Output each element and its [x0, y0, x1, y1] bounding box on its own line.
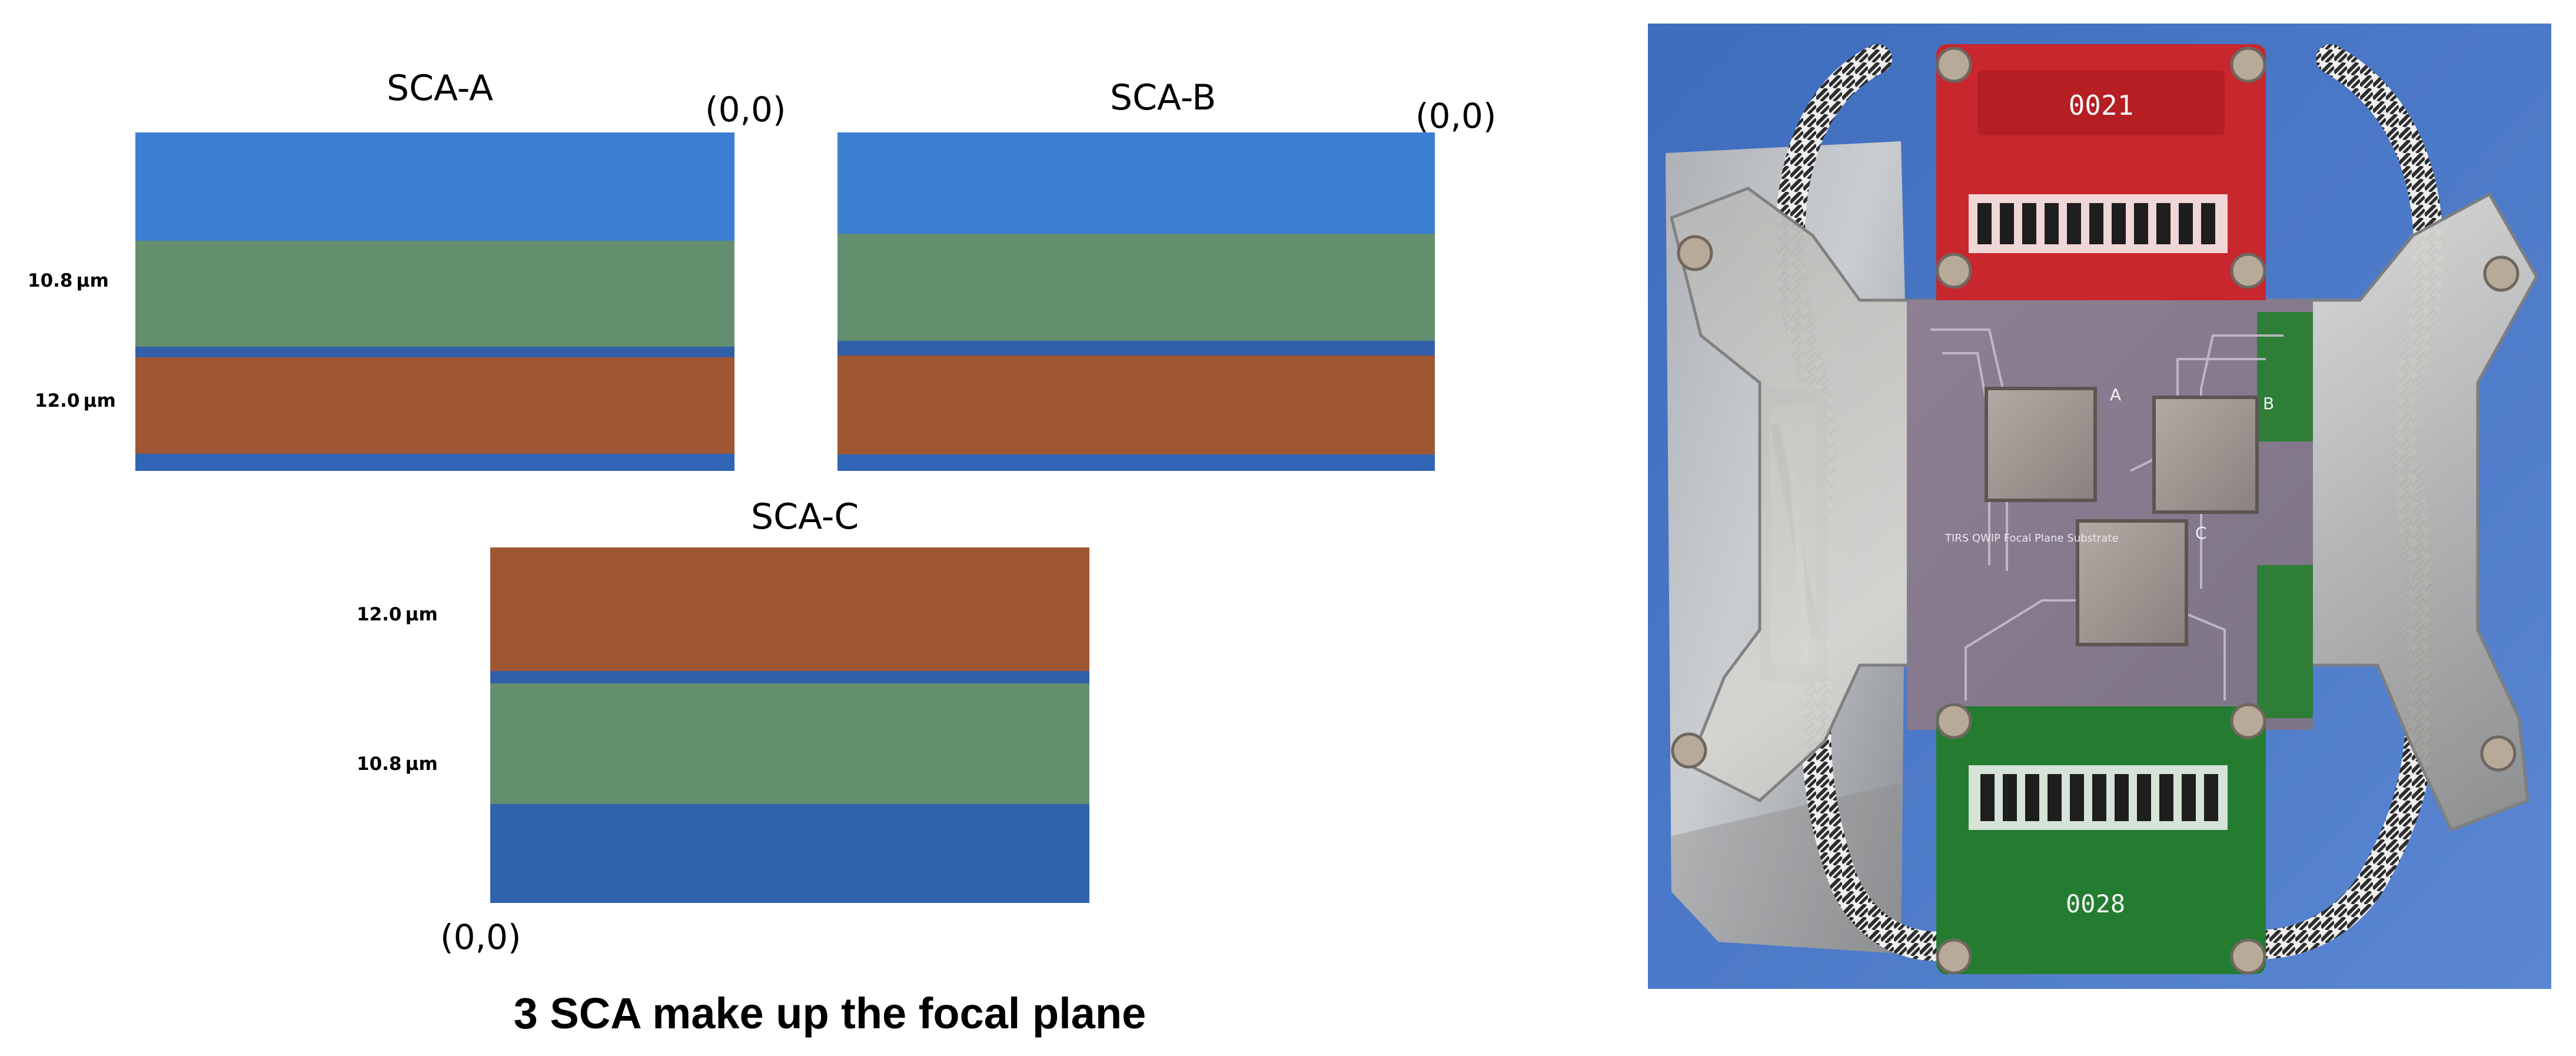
sca-c-orange-layer [490, 547, 1089, 671]
top-board-serial: 0021 [2069, 89, 2134, 121]
sca-a-bottom-blue-layer [135, 454, 734, 471]
chip-a-icon [1985, 387, 2097, 502]
screw-icons [1671, 47, 2520, 975]
sca-a-green-band-label: 10.8 µm [28, 270, 109, 291]
sca-c-green-band-label: 10.8 µm [357, 753, 438, 775]
sca-b-orange-layer [837, 356, 1435, 454]
substrate-text: TIRS QWIP Focal Plane Substrate [1945, 532, 2119, 544]
sca-a-orange-layer [135, 357, 734, 454]
sca-b-title: SCA-B [1110, 77, 1216, 118]
bottom-board-serial: 0028 [2066, 889, 2125, 918]
bottom-board-components-icon [1969, 765, 2228, 830]
photo-scene: 0021 A B C TIRS QWIP Focal Plane Substra… [1648, 24, 2551, 989]
sca-a-green-layer [135, 241, 734, 347]
sca-c-separator-blue-layer [490, 671, 1089, 683]
sca-c-title: SCA-C [751, 496, 859, 537]
sca-a-origin-label: (0,0) [705, 89, 786, 129]
substrate-green-edge-bottom [2257, 565, 2313, 718]
sca-c-bottom-blue-layer [490, 804, 1089, 903]
substrate-green-edge-top [2257, 312, 2313, 441]
sca-c-green-layer [490, 683, 1089, 804]
sca-b-bottom-blue-layer [837, 454, 1435, 471]
sca-c-stack [490, 547, 1089, 903]
sca-b-stack [837, 132, 1435, 471]
bottom-board-icon [1936, 706, 2266, 974]
sca-b-green-layer [837, 234, 1435, 341]
sca-a-stack [135, 132, 734, 471]
top-board-header-icon [1977, 71, 2225, 135]
chip-c-icon [2076, 519, 2188, 646]
sca-a-title: SCA-A [387, 68, 494, 109]
chip-c-label: C [2195, 523, 2207, 543]
chip-a-label: A [2110, 385, 2121, 404]
focal-plane-assembly-photo: 0021 A B C TIRS QWIP Focal Plane Substra… [1648, 24, 2551, 989]
sca-c-orange-band-label: 12.0 µm [357, 604, 438, 625]
sca-c-origin-label: (0,0) [440, 917, 521, 957]
sca-b-separator-blue-layer [837, 341, 1435, 356]
sca-a-orange-band-label: 12.0 µm [35, 390, 116, 411]
sca-a-top-blue-layer [135, 132, 734, 241]
sca-b-origin-label: (0,0) [1415, 96, 1497, 136]
diagram-caption: 3 SCA make up the focal plane [513, 989, 1146, 1038]
top-board-components-icon [1969, 194, 2228, 253]
substrate-icon [1907, 300, 2313, 730]
sca-b-top-blue-layer [837, 132, 1435, 234]
chip-b-icon [2152, 396, 2259, 514]
chip-b-label: B [2263, 394, 2274, 413]
sca-a-separator-blue-layer [135, 347, 734, 357]
